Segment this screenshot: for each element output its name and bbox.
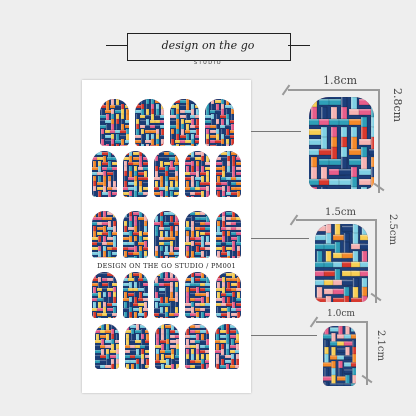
logo-left-rule xyxy=(106,45,128,46)
nail-sticker xyxy=(99,99,129,146)
width-label-large: 1.8cm xyxy=(323,74,358,87)
height-label-small: 2.1cm xyxy=(375,330,386,361)
nail-sticker xyxy=(154,324,179,369)
sticker-sheet xyxy=(82,80,251,393)
geometric-pattern xyxy=(124,324,149,369)
sheet-label: DESIGN ON THE GO STUDIO / PM001 xyxy=(97,262,236,270)
width-label-medium: 1.5cm xyxy=(325,207,356,218)
nail-sticker xyxy=(214,324,239,369)
brand-subtitle: STUDIO xyxy=(193,60,223,66)
geometric-pattern xyxy=(315,224,368,302)
nail-sticker xyxy=(185,211,210,258)
width-arrow-large xyxy=(288,89,379,91)
nail-sticker xyxy=(124,324,149,369)
height-arrow-small xyxy=(366,321,368,385)
nail-sticker xyxy=(154,211,179,258)
geometric-pattern xyxy=(184,324,209,369)
geometric-pattern xyxy=(92,272,117,318)
width-label-small: 1.0cm xyxy=(327,309,355,319)
geometric-pattern xyxy=(134,99,164,146)
geometric-pattern xyxy=(309,97,374,189)
connector-line-large xyxy=(251,131,301,132)
geometric-pattern xyxy=(323,326,356,386)
nail-sticker xyxy=(92,151,117,197)
geometric-pattern xyxy=(94,324,119,369)
height-label-medium: 2.5cm xyxy=(387,214,398,245)
geometric-pattern xyxy=(154,324,179,369)
nail-sticker xyxy=(216,272,241,318)
connector-line-small xyxy=(251,335,317,336)
nail-sticker xyxy=(185,272,210,318)
geometric-pattern xyxy=(216,151,241,197)
nail-sticker xyxy=(123,272,148,318)
geometric-pattern xyxy=(216,272,241,318)
nail-sticker xyxy=(92,211,117,258)
geometric-pattern xyxy=(185,151,210,197)
nail-sticker xyxy=(204,99,234,146)
nail-sticker xyxy=(123,211,148,258)
nail-sticker xyxy=(123,151,148,197)
width-arrow-small xyxy=(316,321,367,323)
geometric-pattern xyxy=(214,324,239,369)
logo-right-rule xyxy=(288,45,310,46)
nail-sticker xyxy=(94,324,119,369)
geometric-pattern xyxy=(185,211,210,258)
geometric-pattern xyxy=(92,211,117,258)
nail-sticker xyxy=(154,272,179,318)
height-arrow-medium xyxy=(375,219,377,303)
geometric-pattern xyxy=(123,272,148,318)
geometric-pattern xyxy=(123,151,148,197)
geometric-pattern xyxy=(123,211,148,258)
height-arrow-large xyxy=(378,89,380,193)
geometric-pattern xyxy=(92,151,117,197)
nail-preview-medium xyxy=(315,224,368,302)
geometric-pattern xyxy=(169,99,199,146)
nail-sticker xyxy=(92,272,117,318)
geometric-pattern xyxy=(99,99,129,146)
geometric-pattern xyxy=(204,99,234,146)
geometric-pattern xyxy=(185,272,210,318)
nail-sticker xyxy=(169,99,199,146)
nail-preview-small xyxy=(323,326,356,386)
nail-sticker xyxy=(184,324,209,369)
connector-line-medium xyxy=(251,238,309,239)
nail-sticker xyxy=(185,151,210,197)
geometric-pattern xyxy=(154,211,179,258)
logo-frame xyxy=(127,33,291,61)
geometric-pattern xyxy=(154,151,179,197)
nail-preview-large xyxy=(309,97,374,189)
brand-logo: design on the go xyxy=(161,39,255,52)
width-arrow-medium xyxy=(296,219,376,221)
nail-sticker xyxy=(216,211,241,258)
geometric-pattern xyxy=(216,211,241,258)
nail-sticker xyxy=(134,99,164,146)
height-label-large: 2.8cm xyxy=(391,88,404,123)
geometric-pattern xyxy=(154,272,179,318)
nail-sticker xyxy=(216,151,241,197)
nail-sticker xyxy=(154,151,179,197)
